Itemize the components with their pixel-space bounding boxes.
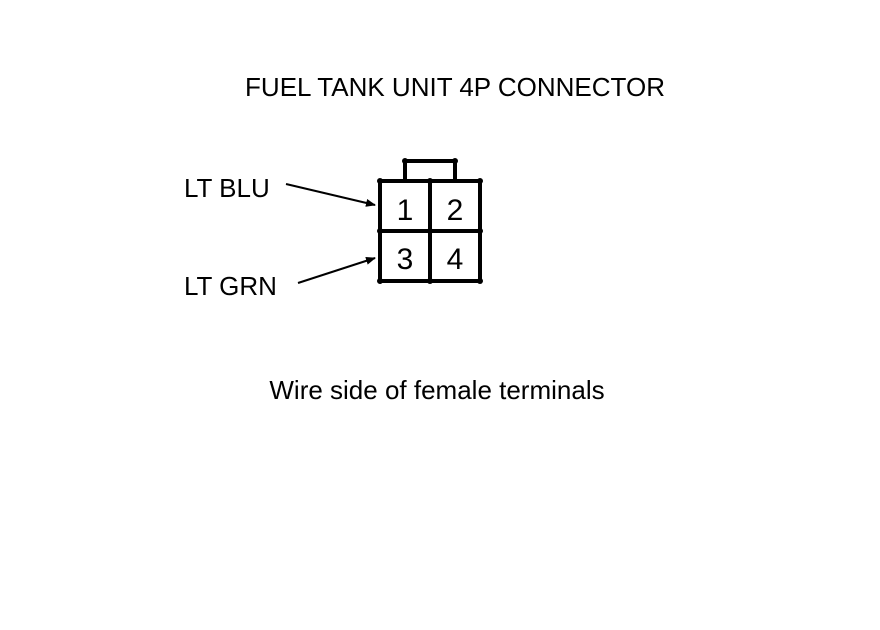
terminal-1-label: 1 <box>397 194 414 227</box>
wire-label-lt-blu: LT BLU <box>184 173 270 203</box>
leader-arrow-lt-grn <box>297 256 376 284</box>
terminal-2-label: 2 <box>447 194 464 227</box>
terminal-3-label: 3 <box>397 243 414 276</box>
terminal-4-label: 4 <box>447 243 464 276</box>
diagram-caption: Wire side of female terminals <box>269 375 604 405</box>
leader-arrow-lt-blu <box>285 183 376 207</box>
wire-label-lt-grn: LT GRN <box>184 271 277 301</box>
connector-corner-dots <box>377 158 483 284</box>
connector-lock-tab <box>403 159 457 181</box>
diagram-title: FUEL TANK UNIT 4P CONNECTOR <box>245 72 665 102</box>
